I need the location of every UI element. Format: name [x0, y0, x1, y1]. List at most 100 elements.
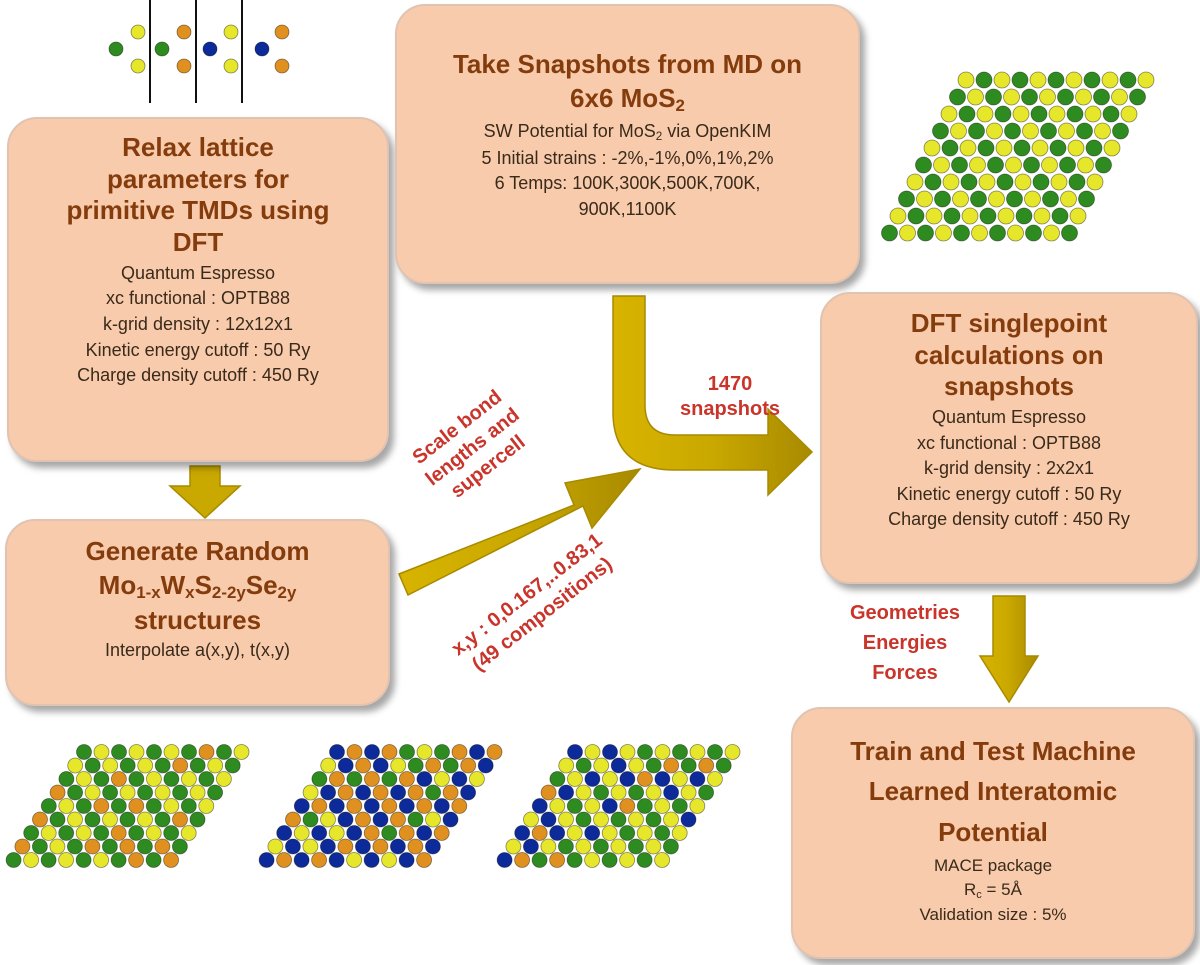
atom: [672, 744, 688, 760]
atom: [93, 825, 110, 841]
atom: [319, 838, 336, 855]
alloy-lattice-3: [496, 744, 741, 868]
atom: [979, 207, 997, 225]
atom: [698, 784, 714, 801]
atom: [58, 852, 74, 868]
atom: [154, 811, 171, 828]
atom: [110, 852, 127, 868]
atom: [274, 24, 290, 40]
atom: [32, 811, 48, 828]
atom: [645, 757, 662, 774]
atom: [610, 784, 627, 801]
atom: [1006, 190, 1023, 208]
atom: [689, 798, 706, 814]
atom: [584, 852, 600, 868]
atom: [985, 88, 1002, 106]
atom: [416, 852, 433, 868]
atom: [372, 811, 389, 828]
atom: [995, 139, 1013, 157]
atom: [163, 825, 180, 841]
atom: [372, 838, 389, 855]
alloy-lattice-2: [258, 744, 503, 868]
atom: [1103, 139, 1121, 157]
atom: [1015, 207, 1033, 225]
atom: [442, 811, 459, 828]
atom: [970, 190, 987, 208]
layer-stack-icon: [108, 0, 290, 103]
atom: [602, 744, 618, 760]
atom: [416, 825, 433, 841]
atom: [671, 798, 688, 814]
atom: [989, 224, 1006, 242]
atom: [128, 798, 145, 814]
atom: [610, 838, 627, 855]
atom: [619, 744, 636, 760]
atom: [933, 156, 950, 174]
atom: [654, 852, 670, 868]
atom: [40, 825, 57, 841]
atom: [146, 744, 162, 760]
atom: [950, 122, 967, 140]
atom: [957, 71, 975, 89]
atom: [698, 757, 715, 774]
atom: [108, 41, 124, 57]
atom: [477, 757, 494, 774]
atom: [398, 771, 415, 787]
atom: [1040, 122, 1057, 140]
snapshots-count-label: 1470 snapshots: [679, 373, 781, 420]
relax-title: Relax lattice parameters for primitive T…: [66, 132, 330, 258]
atom: [628, 784, 644, 801]
atom: [172, 811, 188, 828]
atom: [363, 852, 380, 868]
atom: [337, 811, 354, 828]
atom: [145, 825, 162, 841]
atom: [425, 757, 442, 774]
atom: [136, 838, 153, 855]
atom: [416, 744, 433, 760]
atom: [181, 744, 197, 760]
atom: [346, 771, 363, 787]
atom: [960, 173, 978, 191]
atom: [663, 784, 679, 801]
atom: [381, 825, 398, 841]
atom: [137, 811, 153, 828]
atom: [110, 798, 127, 814]
atom: [575, 757, 592, 774]
atom: [119, 757, 136, 774]
atom: [1111, 88, 1128, 106]
atom: [119, 784, 136, 801]
atom: [523, 811, 539, 828]
atom: [233, 744, 250, 760]
atom: [1058, 122, 1075, 140]
atom: [1102, 105, 1120, 123]
atom: [75, 798, 92, 814]
atom: [433, 825, 450, 841]
atom: [337, 838, 354, 855]
atom: [558, 838, 574, 855]
dft-outputs-label: Geometries Energies Forces: [849, 602, 961, 684]
atom: [128, 825, 145, 841]
atom: [1101, 71, 1119, 89]
atom: [654, 798, 671, 814]
atom: [514, 852, 530, 868]
atom: [425, 784, 442, 801]
atom: [1067, 139, 1085, 157]
atom: [460, 757, 477, 774]
atom: [645, 838, 662, 855]
atom: [959, 139, 977, 157]
atom: [707, 744, 723, 760]
atom: [102, 784, 118, 801]
atom: [202, 41, 218, 57]
atom: [540, 811, 557, 828]
atom: [1013, 139, 1031, 157]
atom: [276, 825, 293, 841]
atom: [558, 757, 575, 774]
atom: [381, 852, 398, 868]
atom: [84, 811, 101, 828]
atom: [337, 757, 354, 774]
atom: [14, 838, 31, 855]
atom: [593, 838, 609, 855]
atom: [672, 771, 688, 787]
atom: [575, 811, 592, 828]
atom: [953, 224, 970, 242]
